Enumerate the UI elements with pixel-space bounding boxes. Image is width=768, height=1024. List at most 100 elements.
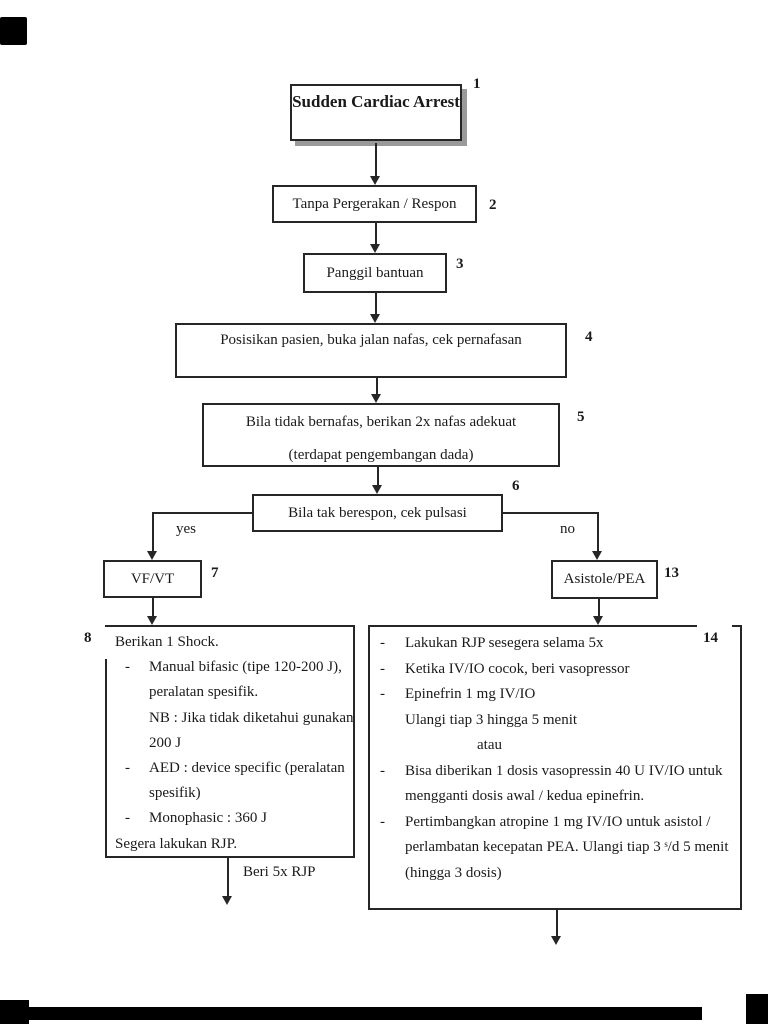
line-text: Pertimbangkan atropine 1 mg IV/IO untuk … bbox=[405, 813, 711, 830]
line-text: AED : device specific (peralatan bbox=[149, 760, 345, 777]
node-cek-pulsasi: Bila tak berespon, cek pulsasi bbox=[252, 494, 503, 532]
connector-8-down bbox=[227, 858, 229, 896]
border-gap-node-8 bbox=[103, 627, 109, 659]
flow-text-line: - AED : device specific (peralatan bbox=[115, 756, 349, 781]
node-number-1: 1 bbox=[473, 76, 481, 92]
line-text: mengganti dosis awal / kedua epinefrin. bbox=[405, 788, 645, 804]
node-bila-tidak-bernafas: Bila tidak bernafas, berikan 2x nafas ad… bbox=[202, 403, 560, 467]
bullet-dash: - bbox=[125, 810, 130, 827]
flow-text-line: Berikan 1 Shock. bbox=[115, 630, 349, 655]
connector-yes-vertical bbox=[152, 512, 154, 551]
node-number-6: 6 bbox=[512, 478, 520, 494]
arrowhead-3-4 bbox=[370, 314, 380, 323]
flow-text-line: - Manual bifasic (tipe 120-200 J), bbox=[115, 655, 349, 680]
node-5-line-1: Bila tidak bernafas, berikan 2x nafas ad… bbox=[245, 414, 517, 430]
connector-3-4 bbox=[375, 293, 377, 314]
bullet-dash: - bbox=[380, 660, 385, 677]
flow-text-line: - Pertimbangkan atropine 1 mg IV/IO untuk… bbox=[380, 810, 736, 836]
node-berikan-shock: Berikan 1 Shock. - Manual bifasic (tipe 12… bbox=[105, 625, 355, 858]
connector-no-vertical bbox=[597, 512, 599, 551]
connector-13-14 bbox=[598, 599, 600, 616]
connector-1-2 bbox=[375, 143, 377, 176]
flow-text-line: Ulangi tiap 3 hingga 5 menit bbox=[380, 708, 736, 734]
arrowhead-yes bbox=[147, 551, 157, 560]
flow-text-line: peralatan spesifik. bbox=[115, 680, 349, 705]
flow-text-line: mengganti dosis awal / kedua epinefrin. bbox=[380, 784, 736, 810]
node-number-5: 5 bbox=[577, 409, 585, 425]
scan-artifact-top-left bbox=[0, 17, 27, 45]
connector-4-5 bbox=[376, 378, 378, 394]
connector-7-8 bbox=[152, 598, 154, 616]
node-number-13: 13 bbox=[664, 565, 679, 581]
arrowhead-2-3 bbox=[370, 244, 380, 253]
node-lakukan-rjp: - Lakukan RJP sesegera selama 5x - Ketika I… bbox=[368, 625, 742, 910]
node-tanpa-pergerakan: Tanpa Pergerakan / Respon bbox=[272, 185, 477, 223]
line-text: peralatan spesifik. bbox=[149, 684, 259, 701]
flow-text-line: spesifik) bbox=[115, 781, 349, 806]
connector-yes-horizontal bbox=[152, 512, 252, 514]
arrowhead-4-5 bbox=[371, 394, 381, 403]
connector-no-horizontal bbox=[503, 512, 599, 514]
line-text: Ketika IV/IO cocok, beri vasopressor bbox=[405, 660, 630, 677]
flow-text-line: NB : Jika tidak diketahui gunakan bbox=[115, 706, 354, 731]
node-number-14: 14 bbox=[703, 630, 718, 646]
node-posisikan-pasien: Posisikan pasien, buka jalan nafas, cek … bbox=[175, 323, 567, 378]
arrowhead-13-14 bbox=[593, 616, 603, 625]
bullet-dash: - bbox=[125, 659, 130, 676]
arrowhead-no bbox=[592, 551, 602, 560]
line-text: Segera lakukan RJP. bbox=[115, 835, 238, 852]
line-text: perlambatan kecepatan PEA. Ulangi tiap 3… bbox=[405, 839, 729, 855]
line-text: (hingga 3 dosis) bbox=[405, 864, 502, 881]
line-text: Berikan 1 Shock. bbox=[115, 634, 219, 650]
node-asistole-pea: Asistole/PEA bbox=[551, 560, 658, 599]
line-text: NB : Jika tidak diketahui gunakan bbox=[149, 709, 354, 726]
flow-text-line: - Ketika IV/IO cocok, beri vasopressor bbox=[380, 657, 736, 683]
line-text: Manual bifasic (tipe 120-200 J), bbox=[149, 659, 342, 676]
node-number-7: 7 bbox=[211, 565, 219, 581]
arrowhead-7-8 bbox=[147, 616, 157, 625]
bullet-dash: - bbox=[125, 760, 130, 777]
line-text: Monophasic : 360 J bbox=[149, 810, 267, 827]
node-number-2: 2 bbox=[489, 197, 497, 213]
connector-5-6 bbox=[377, 467, 379, 485]
connector-2-3 bbox=[375, 223, 377, 244]
line-text: spesifik) bbox=[149, 785, 201, 802]
flow-text-line: - Lakukan RJP sesegera selama 5x bbox=[380, 631, 736, 657]
arrowhead-14-down bbox=[551, 936, 561, 945]
arrowhead-8-down bbox=[222, 896, 232, 905]
flow-text-line: atau bbox=[380, 733, 736, 759]
flow-text-line: - Bisa diberikan 1 dosis vasopressin 40 U… bbox=[380, 759, 736, 785]
flow-text-line: Segera lakukan RJP. bbox=[115, 832, 349, 857]
border-gap-node-14 bbox=[697, 623, 732, 629]
branch-label-yes: yes bbox=[176, 521, 196, 537]
flow-text-line: - Epinefrin 1 mg IV/IO bbox=[380, 682, 736, 708]
node-sudden-cardiac-arrest: Sudden Cardiac Arrest bbox=[290, 84, 462, 141]
flow-text-line: perlambatan kecepatan PEA. Ulangi tiap 3… bbox=[380, 835, 736, 861]
line-text: 200 J bbox=[149, 734, 182, 751]
flow-text-line: (hingga 3 dosis) bbox=[380, 861, 736, 887]
line-text: Bisa diberikan 1 dosis vasopressin 40 U … bbox=[405, 762, 723, 779]
bullet-dash: - bbox=[380, 635, 385, 651]
scan-artifact-bottom-right bbox=[746, 994, 768, 1024]
line-text: Lakukan RJP sesegera selama 5x bbox=[405, 635, 604, 651]
line-text: Ulangi tiap 3 hingga 5 menit bbox=[405, 711, 578, 728]
node-number-8: 8 bbox=[84, 630, 92, 646]
flow-text-line: 200 J bbox=[115, 731, 349, 756]
bullet-dash: - bbox=[380, 762, 385, 779]
shock-arrow-label: Beri 5x RJP bbox=[243, 864, 316, 880]
node-5-line-2: (terdapat pengembangan dada) bbox=[288, 447, 474, 463]
node-panggil-bantuan: Panggil bantuan bbox=[303, 253, 447, 293]
bullet-dash: - bbox=[380, 813, 385, 830]
scan-artifact-bottom-left bbox=[0, 1000, 29, 1024]
node-number-4: 4 bbox=[585, 329, 593, 345]
flow-text-line: - Monophasic : 360 J bbox=[115, 806, 349, 831]
arrowhead-5-6 bbox=[372, 485, 382, 494]
connector-14-down bbox=[556, 910, 558, 936]
branch-label-no: no bbox=[560, 521, 575, 537]
arrowhead-1-2 bbox=[370, 176, 380, 185]
bullet-dash: - bbox=[380, 686, 385, 702]
node-vf-vt: VF/VT bbox=[103, 560, 202, 598]
scan-artifact-bottom-bar bbox=[29, 1007, 702, 1020]
line-text: Epinefrin 1 mg IV/IO bbox=[405, 686, 536, 702]
